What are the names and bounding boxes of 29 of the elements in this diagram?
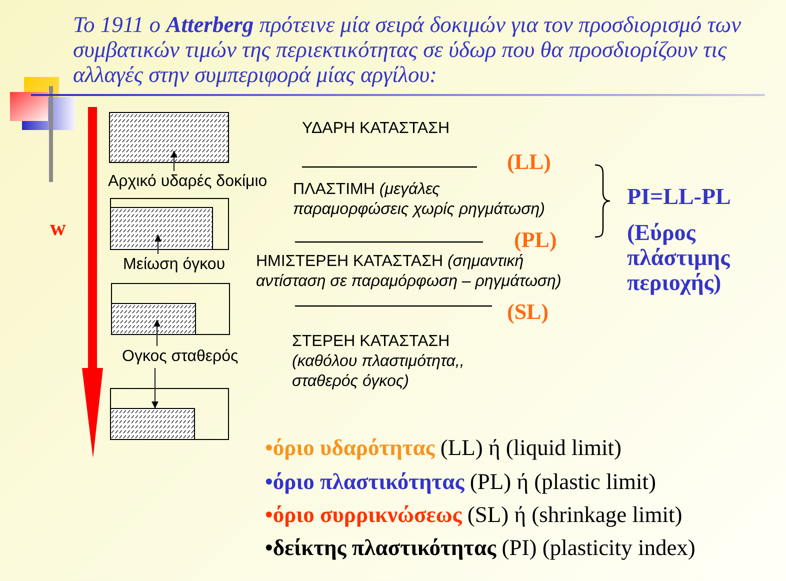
arrow-label: w [50, 215, 66, 241]
state-description: ΣΤΕΡΕΗ ΚΑΤΑΣΤΑΣΗ (καθόλου πλαστιμότητα,, σταθερός όγκος) [292, 332, 466, 392]
limit-label: (SL) [507, 300, 549, 324]
leader-arrow [154, 234, 162, 254]
soil-specimen [110, 408, 195, 440]
state-label: ΥΔΑΡΗ ΚΑΤΑΣΤΑΣΗ [302, 119, 450, 139]
soil-specimen [110, 207, 213, 250]
definition-item: •όριο υδαρότητας (LL) ή (liquid limit) [265, 435, 622, 461]
specimen-container [111, 283, 230, 335]
specimen-container [110, 388, 229, 440]
state-description: ΗΜΙΣΤΕΡΕΗ ΚΑΤΑΣΤΑΣΗ (σημαντική αντίσταση σε παραμόρφωση – ρηγμάτωση) [256, 252, 562, 292]
limit-label: (PL) [514, 228, 557, 252]
range-note: (Εύρος πλάστιμης περιοχής) [627, 220, 731, 295]
leader-arrow [152, 368, 158, 408]
state-description: ΠΛΑΣΤΙΜΗ (μεγάλες παραμορφώσεις χωρίς ρηγμάτωση) [293, 180, 546, 220]
leader-arrow [170, 150, 178, 171]
soil-specimen [109, 112, 229, 163]
slide-title: Το 1911 ο Atterberg πρότεινε μία σειρά δοκιμών για τον προσδιορισμό των συμβατικών τιμών της περιεκτικότητας σε ύδωρ που θα προσδιορίζουν τις αλλαγές στην συμπεριφορά μίας αργίλου: [73, 12, 742, 87]
definition-item: •δείκτης πλαστικότητας (PI) (plasticity index) [265, 535, 696, 561]
leader-arrow [154, 320, 160, 346]
definition-item: •όριο συρρικνώσεως (SL) ή (shrinkage limit) [265, 502, 682, 528]
soil-specimen [111, 303, 196, 335]
specimen-label: Μείωση όγκου [123, 255, 226, 275]
specimen-container [110, 198, 229, 250]
specimen-label: Αρχικό υδαρές δοκίμιο [108, 172, 268, 192]
limit-label: (LL) [507, 150, 551, 174]
definition-item: •όριο πλαστικότητας (PL) ή (plastic limit) [265, 469, 656, 495]
specimen-label: Ογκος σταθερός [122, 347, 238, 367]
formula-text: PI=LL-PL [627, 184, 731, 209]
